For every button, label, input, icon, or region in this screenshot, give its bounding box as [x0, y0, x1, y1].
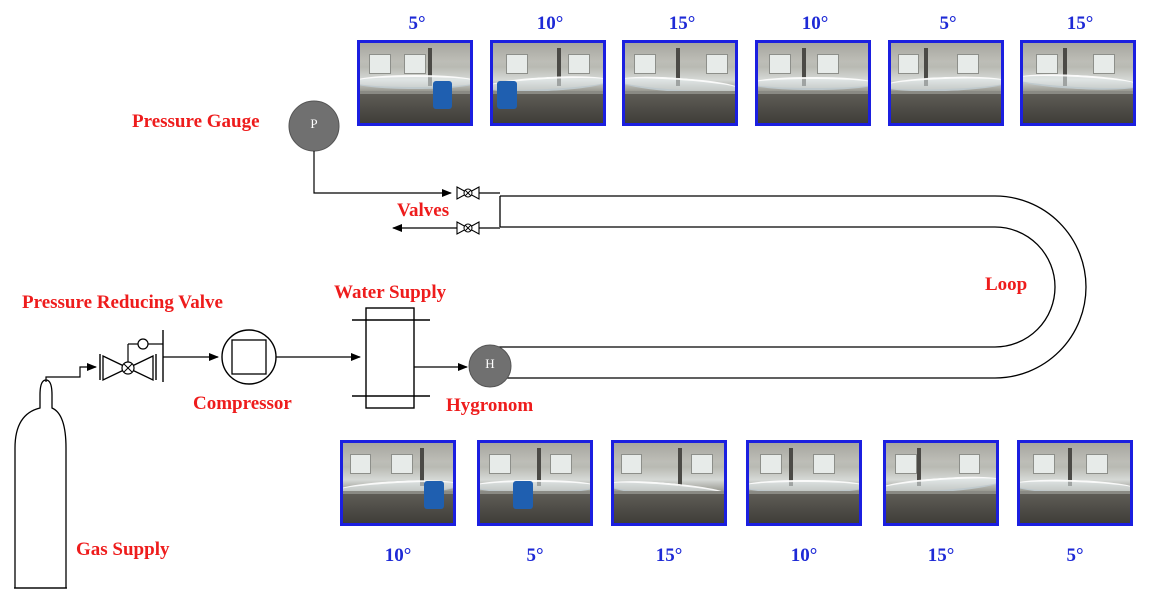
- gas-cylinder: [14, 380, 67, 588]
- top-photo-6-angle: 15°: [1020, 13, 1140, 35]
- top-photo-2: [490, 40, 606, 126]
- bottom-photo-2: [477, 440, 593, 526]
- gas-supply-label: Gas Supply: [76, 539, 169, 561]
- bottom-photo-5-angle: 15°: [881, 545, 1001, 567]
- top-photo-2-angle: 10°: [490, 13, 610, 35]
- loop-label: Loop: [985, 274, 1027, 296]
- compressor-label: Compressor: [193, 393, 292, 415]
- water-supply-mixer-symbol: [352, 308, 430, 408]
- top-photo-3-angle: 15°: [622, 13, 742, 35]
- bottom-photo-2-angle: 5°: [475, 545, 595, 567]
- bottom-photo-5: [883, 440, 999, 526]
- hygronom-label: Hygronom: [446, 395, 533, 417]
- top-photo-1: [357, 40, 473, 126]
- bottom-photo-4: [746, 440, 862, 526]
- gas-line: [46, 367, 96, 382]
- loop-pipe-inner: [497, 227, 1055, 347]
- bottom-photo-3-angle: 15°: [609, 545, 729, 567]
- gauge-line: [314, 151, 451, 193]
- top-photo-5-angle: 5°: [888, 13, 1008, 35]
- bottom-photo-3: [611, 440, 727, 526]
- pressure-gauge-letter: P: [304, 116, 324, 132]
- bottom-photo-6-angle: 5°: [1015, 545, 1135, 567]
- upper-valve-symbol: [457, 187, 500, 199]
- pressure-reducing-valve-label: Pressure Reducing Valve: [22, 292, 223, 314]
- hygrometer-letter: H: [480, 356, 500, 372]
- top-photo-4-angle: 10°: [755, 13, 875, 35]
- top-photo-6: [1020, 40, 1136, 126]
- water-supply-label: Water Supply: [334, 282, 446, 304]
- lower-valve-symbol: [457, 222, 500, 234]
- top-photo-4: [755, 40, 871, 126]
- valves-label: Valves: [397, 200, 449, 222]
- bottom-photo-4-angle: 10°: [744, 545, 864, 567]
- top-photo-5: [888, 40, 1004, 126]
- top-photo-1-angle: 5°: [357, 13, 477, 35]
- bottom-photo-6: [1017, 440, 1133, 526]
- pressure-gauge-label: Pressure Gauge: [132, 111, 260, 133]
- compressor-symbol: [222, 330, 276, 384]
- bottom-photo-1: [340, 440, 456, 526]
- top-photo-3: [622, 40, 738, 126]
- bottom-photo-1-angle: 10°: [338, 545, 458, 567]
- pressure-reducing-valve-symbol: [100, 330, 163, 382]
